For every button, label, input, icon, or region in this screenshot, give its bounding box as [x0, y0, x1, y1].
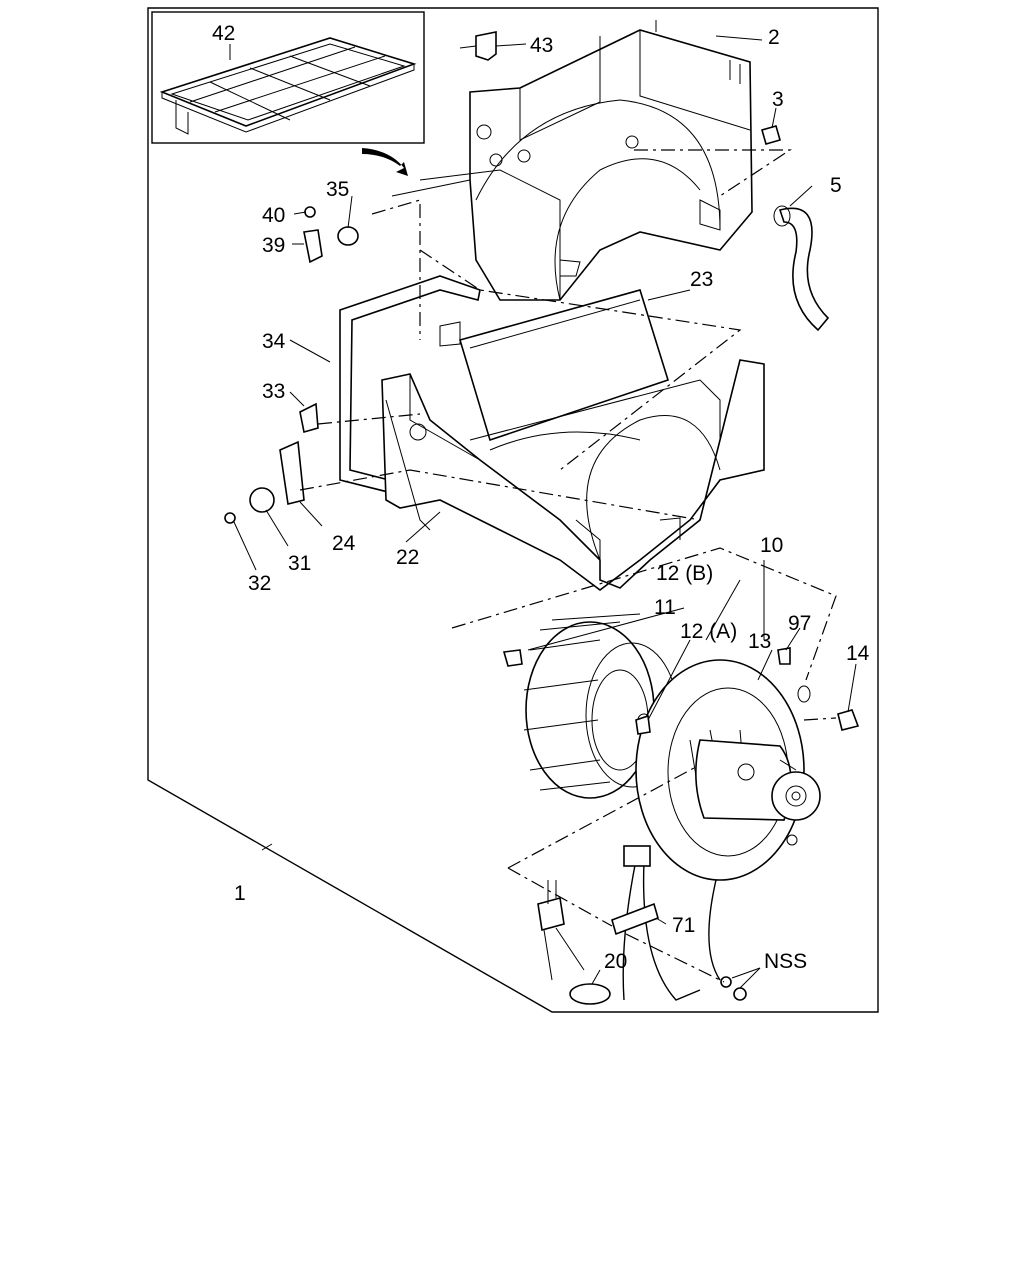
air-filter-part: [159, 37, 417, 135]
callout-10: 10: [760, 534, 783, 557]
assembly-frame: [147, 7, 879, 1013]
callout-22: 22: [396, 546, 419, 569]
callout-12b: 12 (B): [656, 562, 713, 585]
callout-23: 23: [690, 268, 713, 291]
callout-40: 40: [262, 204, 285, 227]
insertion-arrow-icon: [362, 148, 408, 176]
filter-inset-box: [151, 11, 425, 144]
drain-hose-part: [773, 205, 830, 332]
callout-14: 14: [846, 642, 870, 665]
callout-2: 2: [768, 26, 780, 49]
callout-35: 35: [326, 178, 349, 201]
callout-11: 11: [654, 596, 676, 619]
callout-labels: 42 43 2 3 5 35 40 39 23 34 33 24 31 32 2…: [212, 22, 870, 973]
callout-20: 20: [604, 950, 627, 973]
wiring-harness-part: [537, 845, 721, 1005]
callout-71: 71: [672, 914, 695, 937]
callout-5: 5: [830, 174, 842, 197]
blower-wheel-part: [523, 613, 679, 799]
callout-1: 1: [234, 882, 246, 905]
callout-97: 97: [788, 612, 811, 635]
callout-39: 39: [262, 234, 285, 257]
callout-42: 42: [212, 22, 235, 45]
callout-33: 33: [262, 380, 285, 403]
lower-housing-part: [381, 359, 765, 591]
callout-34: 34: [262, 330, 286, 353]
callout-13: 13: [748, 630, 771, 653]
callout-12a: 12 (A): [680, 620, 737, 643]
damper-door-part: [439, 289, 669, 442]
leader-lines: [229, 35, 857, 989]
callout-24: 24: [332, 532, 356, 555]
callout-3: 3: [772, 88, 784, 111]
blower-motor-part: [635, 659, 821, 881]
upper-housing-part: [391, 20, 753, 301]
alignment-lines: [299, 149, 837, 983]
callout-nss: NSS: [764, 950, 807, 973]
callout-43: 43: [530, 34, 553, 57]
callout-32: 32: [248, 572, 271, 595]
callout-31: 31: [288, 552, 311, 575]
small-hardware-parts: [224, 31, 860, 1001]
